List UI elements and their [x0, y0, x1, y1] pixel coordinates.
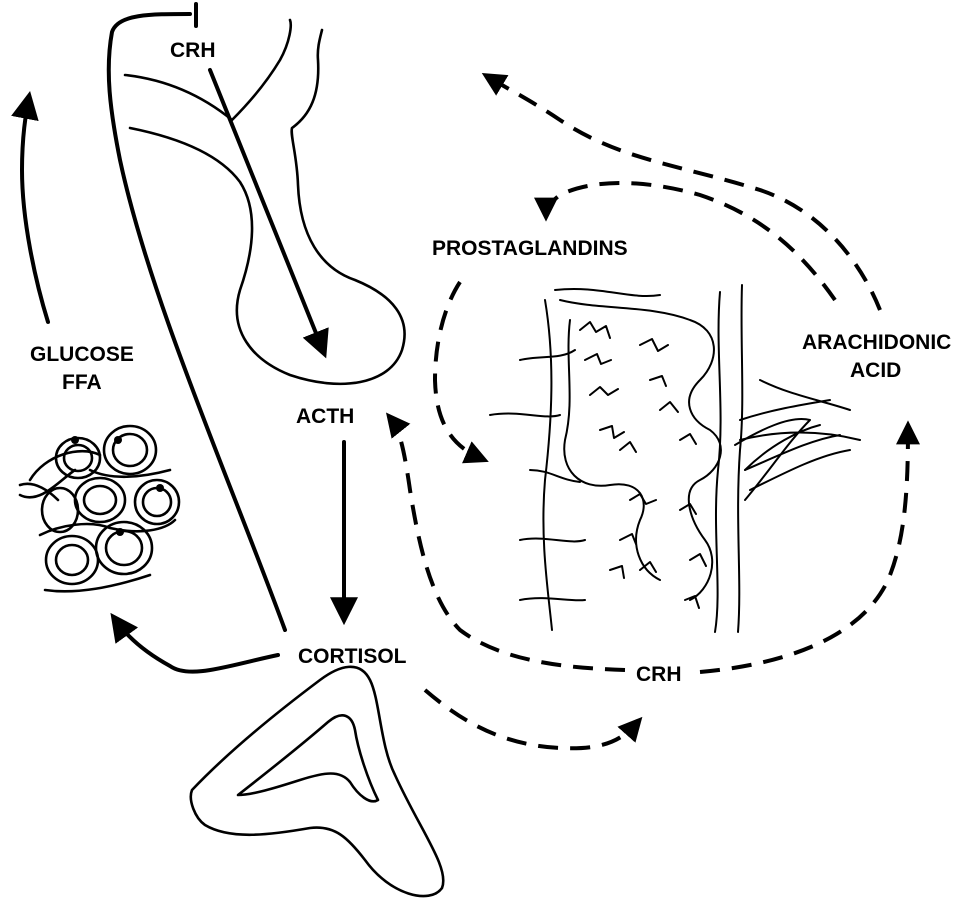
arrow-prostaglandins-to-placenta: [435, 282, 480, 458]
glucose-label: GLUCOSE: [30, 340, 134, 370]
acid-label: ACID: [850, 356, 901, 386]
arrow-crh-to-acth: [210, 70, 322, 348]
arrow-cortisol-to-crh: [425, 690, 636, 748]
prostaglandins-label: PROSTAGLANDINS: [432, 234, 628, 264]
arrow-cortisol-to-fat: [117, 622, 278, 672]
acth-label: ACTH: [296, 402, 354, 432]
arrow-glucose-up: [22, 102, 48, 322]
crh-top-label: CRH: [170, 36, 216, 66]
solid-arrows: [22, 4, 344, 672]
arrow-arachidonic-to-hypothalamus: [490, 78, 880, 310]
cortisol-label: CORTISOL: [298, 642, 407, 672]
arrow-crh-to-arachidonic: [700, 430, 908, 672]
adipose-cells: [20, 426, 179, 591]
arrow-cortisol-feedback-crh: [109, 14, 285, 630]
crh-bottom-label: CRH: [636, 660, 682, 690]
arrow-crh-to-acth-dashed: [392, 420, 625, 670]
adrenal-gland-outline: [191, 667, 443, 896]
ffa-label: FFA: [62, 368, 102, 398]
arachidonic-label: ARACHIDONIC: [802, 328, 951, 358]
dashed-arrows: [392, 78, 908, 748]
